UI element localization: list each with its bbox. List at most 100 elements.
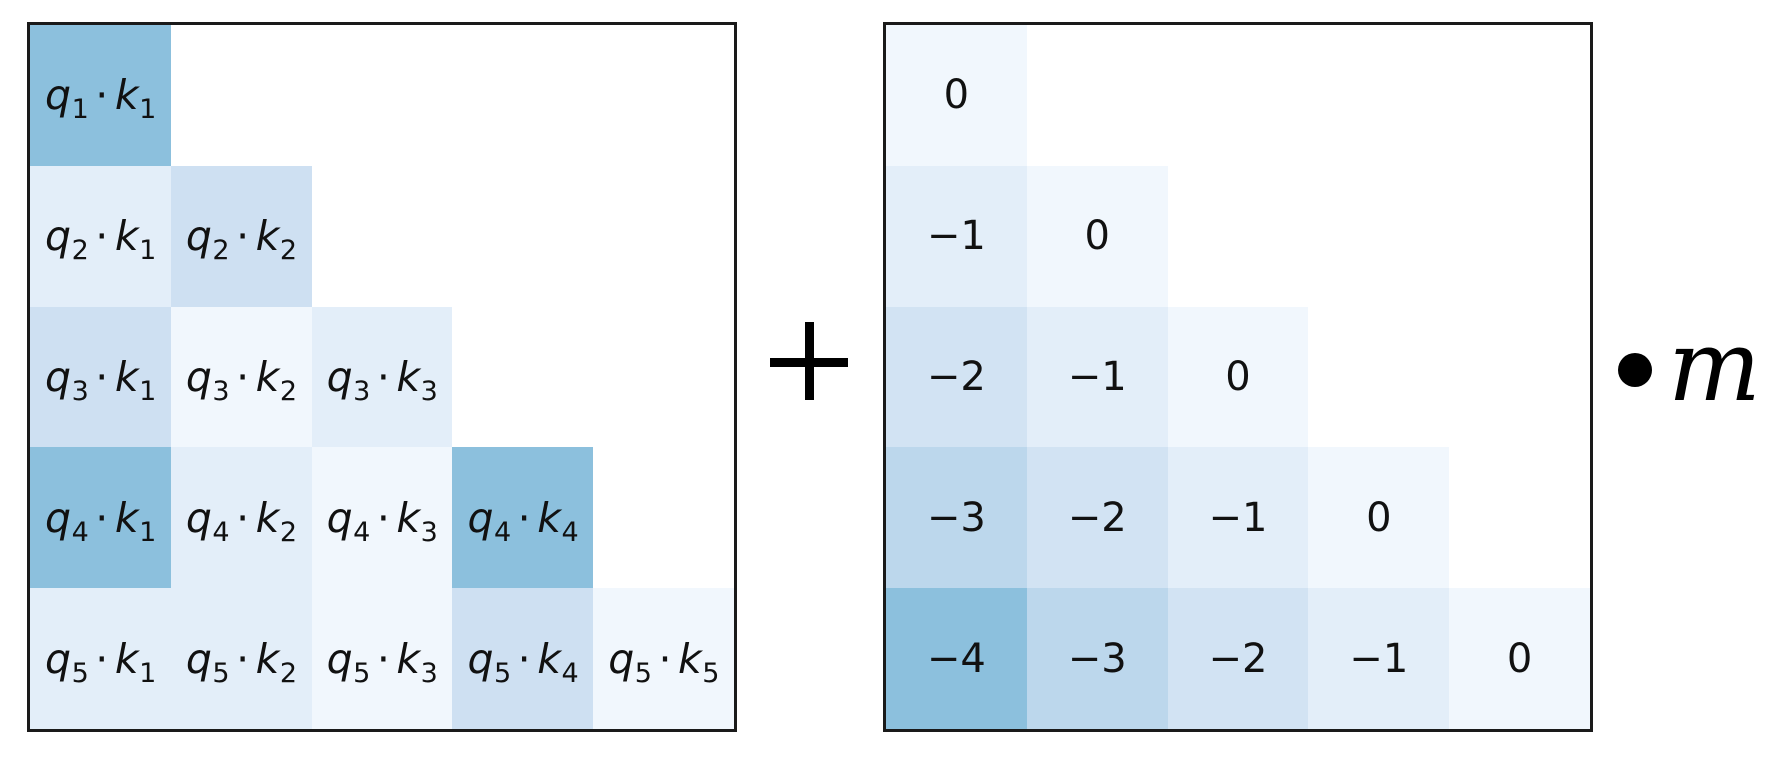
bias-value: −1: [1208, 494, 1268, 541]
dot-product-label: q5·k3: [326, 634, 438, 687]
bias-value: −2: [926, 353, 986, 400]
dot-product-label: q4·k3: [326, 493, 438, 546]
bias-value: 0: [1506, 635, 1533, 682]
key-index: 3: [420, 657, 438, 689]
dot-product-cell: q2·k1: [30, 165, 171, 307]
query-index: 3: [353, 375, 370, 407]
key-index: 1: [139, 516, 156, 548]
bias-cell: 0: [1167, 306, 1309, 448]
query-index: 4: [353, 516, 370, 548]
dot-product-label: q3·k1: [45, 352, 156, 405]
dot-product-label: q1·k1: [45, 71, 156, 123]
bias-cell: −2: [1026, 447, 1168, 589]
bias-value: 0: [1084, 213, 1110, 260]
key-index: 2: [279, 657, 297, 689]
dot-product-cell: q4·k2: [170, 447, 312, 589]
dot-operator-icon: ·: [95, 493, 108, 542]
key-symbol: k: [396, 634, 420, 683]
empty-cell: [1308, 25, 1450, 166]
query-index: 4: [212, 516, 230, 548]
empty-cell: [1308, 306, 1450, 448]
bias-cell: −2: [1167, 588, 1309, 729]
query-index: 5: [71, 657, 89, 689]
dot-product-label: q3·k2: [186, 352, 297, 405]
bias-cell: −4: [886, 588, 1027, 729]
dot-operator-icon: ·: [236, 634, 249, 683]
empty-cell: [1449, 306, 1590, 448]
key-symbol: k: [255, 352, 280, 401]
bias-value: −2: [1067, 494, 1127, 541]
bias-value: −4: [926, 635, 986, 682]
dot-operator-icon: ·: [95, 634, 108, 683]
dot-operator-icon: ·: [236, 493, 249, 542]
bias-value: 0: [1366, 494, 1392, 541]
bias-value: −3: [926, 494, 986, 541]
query-index: 2: [212, 235, 230, 267]
key-index: 4: [561, 657, 579, 689]
dot-product-label: q4·k4: [467, 493, 578, 546]
empty-cell: [1449, 447, 1590, 589]
key-symbol: k: [114, 352, 139, 401]
dot-product-cell: q5·k5: [593, 588, 734, 729]
query-symbol: q: [45, 634, 71, 683]
dot-operator-icon: ·: [658, 634, 671, 683]
key-index: 4: [561, 516, 579, 548]
query-index: 4: [71, 516, 89, 548]
query-index: 2: [71, 235, 89, 267]
dot-operator-icon: ·: [517, 634, 531, 683]
empty-cell: [1308, 165, 1450, 307]
dot-product-cell: q4·k4: [452, 447, 594, 589]
empty-cell: [452, 25, 594, 166]
empty-cell: [1167, 165, 1309, 307]
query-symbol: q: [45, 71, 71, 120]
query-index: 3: [71, 375, 89, 407]
key-symbol: k: [396, 352, 420, 401]
plus-operator: [770, 322, 850, 402]
query-index: 4: [493, 516, 511, 548]
query-index: 5: [493, 657, 511, 689]
dot-product-label: q4·k1: [45, 493, 156, 546]
key-index: 3: [420, 516, 438, 548]
query-index: 5: [212, 657, 230, 689]
empty-cell: [311, 25, 453, 166]
key-symbol: k: [255, 493, 280, 542]
key-index: 1: [139, 94, 156, 126]
dot-product-label: q2·k2: [186, 212, 297, 264]
query-symbol: q: [185, 493, 212, 542]
query-symbol: q: [467, 634, 493, 683]
empty-cell: [593, 447, 734, 589]
query-symbol: q: [45, 493, 71, 542]
query-index: 1: [71, 94, 89, 126]
query-symbol: q: [326, 634, 353, 683]
empty-cell: [593, 306, 734, 448]
key-index: 3: [420, 375, 438, 407]
dot-operator-icon: ·: [376, 493, 390, 542]
dot-product-label: q4·k2: [185, 493, 297, 546]
bias-cell: 0: [1449, 588, 1590, 729]
dot-operator-icon: ·: [95, 212, 108, 261]
dot-product-cell: q5·k1: [30, 588, 171, 729]
query-symbol: q: [326, 493, 353, 542]
dot-product-cell: q3·k1: [30, 306, 171, 448]
empty-cell: [593, 165, 734, 307]
bias-cell: 0: [1308, 447, 1450, 589]
query-index: 5: [353, 657, 370, 689]
dot-operator-icon: ·: [517, 493, 531, 542]
empty-cell: [593, 25, 734, 166]
bias-value: −1: [1067, 353, 1127, 400]
bias-value: −2: [1208, 635, 1268, 682]
bias-value: 0: [943, 72, 970, 119]
key-index: 2: [279, 375, 297, 407]
dot-product-cell: q3·k3: [311, 306, 453, 448]
empty-cell: [1449, 25, 1590, 166]
bias-cell: −1: [1167, 447, 1309, 589]
key-symbol: k: [537, 634, 561, 683]
key-index: 5: [702, 657, 719, 689]
key-index: 1: [139, 235, 156, 267]
key-index: 1: [139, 657, 156, 689]
dot-operator-icon: ·: [376, 634, 390, 683]
key-index: 2: [279, 516, 297, 548]
key-symbol: k: [255, 212, 280, 261]
